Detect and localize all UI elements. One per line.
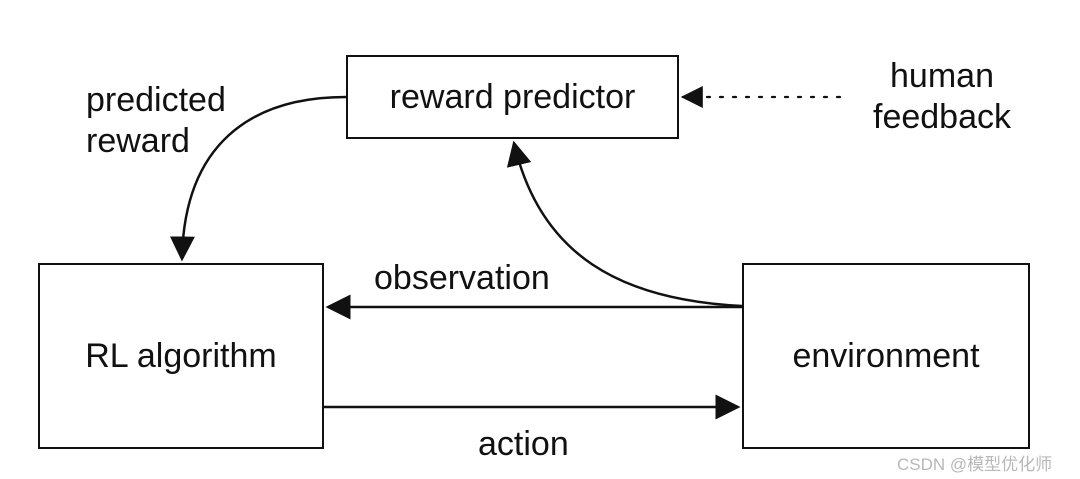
rl-algorithm-node: RL algorithm <box>38 263 324 449</box>
environment-node: environment <box>742 263 1030 449</box>
predicted-reward-line-1: predicted <box>86 81 226 119</box>
csdn-watermark: CSDN @模型优化师 <box>897 455 1053 474</box>
human-feedback-line-2: feedback <box>873 97 1011 136</box>
human-feedback-line-1: human <box>890 57 994 95</box>
predicted-reward-line-2: reward <box>86 121 190 160</box>
reward-predictor-label: reward predictor <box>389 78 636 116</box>
predicted-reward-arrow <box>169 95 347 262</box>
reward-predictor-node: reward predictor <box>346 55 679 139</box>
environment-label: environment <box>792 337 980 375</box>
observation-label: observation <box>374 259 550 297</box>
environment-to-reward-predictor-arrow <box>506 140 743 308</box>
human-feedback-label: human feedback <box>858 56 1026 138</box>
predicted-reward-label: predicted reward <box>86 80 226 162</box>
rl-algorithm-label: RL algorithm <box>85 337 277 375</box>
action-label: action <box>478 425 569 463</box>
